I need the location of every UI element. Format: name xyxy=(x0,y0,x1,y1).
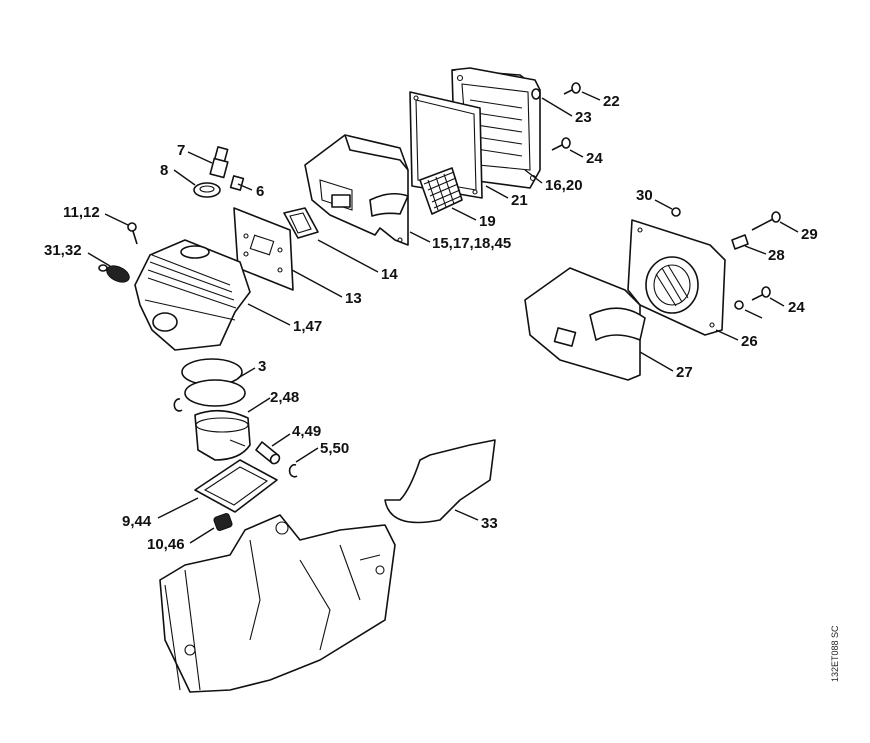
muffler-gasket-part[interactable] xyxy=(409,91,483,199)
callout-24-top: 24 xyxy=(586,150,603,167)
piston-part[interactable] xyxy=(194,409,251,461)
spark-arrestor-screen-part[interactable] xyxy=(419,167,463,215)
screw-24-right-part[interactable] xyxy=(751,286,771,301)
callout-7: 7 xyxy=(177,142,185,159)
exhaust-flange-gasket-part[interactable] xyxy=(283,207,319,239)
piston-rings-part[interactable] xyxy=(181,358,246,407)
callout-5-50: 5,50 xyxy=(320,440,349,457)
screw-23-part[interactable] xyxy=(531,88,541,100)
callout-23: 23 xyxy=(575,109,592,126)
callout-14: 14 xyxy=(381,266,398,283)
callout-11-12: 11,12 xyxy=(63,204,100,221)
callout-3: 3 xyxy=(258,358,266,375)
callout-28: 28 xyxy=(768,247,785,264)
screw-29-part[interactable] xyxy=(751,211,781,231)
callout-16-20: 16,20 xyxy=(545,177,583,194)
spacer-sleeve-part[interactable] xyxy=(731,234,749,250)
callout-6: 6 xyxy=(256,183,264,200)
screw-22-part[interactable] xyxy=(563,82,581,95)
intake-flange-part[interactable] xyxy=(627,219,726,336)
callout-33: 33 xyxy=(481,515,498,532)
callout-4-49: 4,49 xyxy=(292,423,321,440)
needle-cage-part[interactable] xyxy=(213,513,233,532)
callout-1-47: 1,47 xyxy=(293,318,322,335)
spark-plug-part[interactable] xyxy=(98,263,132,286)
callout-24-right: 24 xyxy=(788,299,805,316)
callout-27: 27 xyxy=(676,364,693,381)
washer-part[interactable] xyxy=(734,300,744,310)
callout-8: 8 xyxy=(160,162,168,179)
plug-6-part[interactable] xyxy=(229,175,245,191)
cylinder-screw-part[interactable] xyxy=(127,222,138,245)
crankcase-gasket-part[interactable] xyxy=(384,439,496,524)
callout-22: 22 xyxy=(603,93,620,110)
callout-19: 19 xyxy=(479,213,496,230)
callout-13: 13 xyxy=(345,290,362,307)
screw-24-top-part[interactable] xyxy=(551,137,571,151)
circlip-left-part[interactable] xyxy=(173,398,183,412)
cylinder-part[interactable] xyxy=(134,239,251,351)
callout-31-32: 31,32 xyxy=(44,242,82,259)
cylinder-gasket-part[interactable] xyxy=(194,459,278,513)
callout-26: 26 xyxy=(741,333,758,350)
callout-9-44: 9,44 xyxy=(122,513,152,530)
callout-2-48: 2,48 xyxy=(270,389,299,406)
cooling-plate-part[interactable] xyxy=(233,207,294,291)
callout-labels: 22 23 24 16,20 21 19 15,17,18,45 14 13 7… xyxy=(44,93,818,553)
crankcase-part[interactable] xyxy=(159,514,396,693)
piston-pin-part[interactable] xyxy=(255,441,281,465)
callout-30: 30 xyxy=(636,187,653,204)
decompression-valve-part[interactable] xyxy=(209,146,229,179)
muffler-housing-part[interactable] xyxy=(524,267,646,381)
leader-lines xyxy=(87,91,799,544)
circlip-right-part[interactable] xyxy=(288,463,298,478)
valve-washer-part[interactable] xyxy=(193,182,221,198)
callout-10-46: 10,46 xyxy=(147,536,185,553)
muffler-body-part[interactable] xyxy=(304,134,409,246)
callout-15-17-18-45: 15,17,18,45 xyxy=(432,235,511,252)
drawing-reference: 132ET088 SC xyxy=(830,625,840,682)
callout-29: 29 xyxy=(801,226,818,243)
screw-30-part[interactable] xyxy=(671,207,681,217)
callout-21: 21 xyxy=(511,192,528,209)
